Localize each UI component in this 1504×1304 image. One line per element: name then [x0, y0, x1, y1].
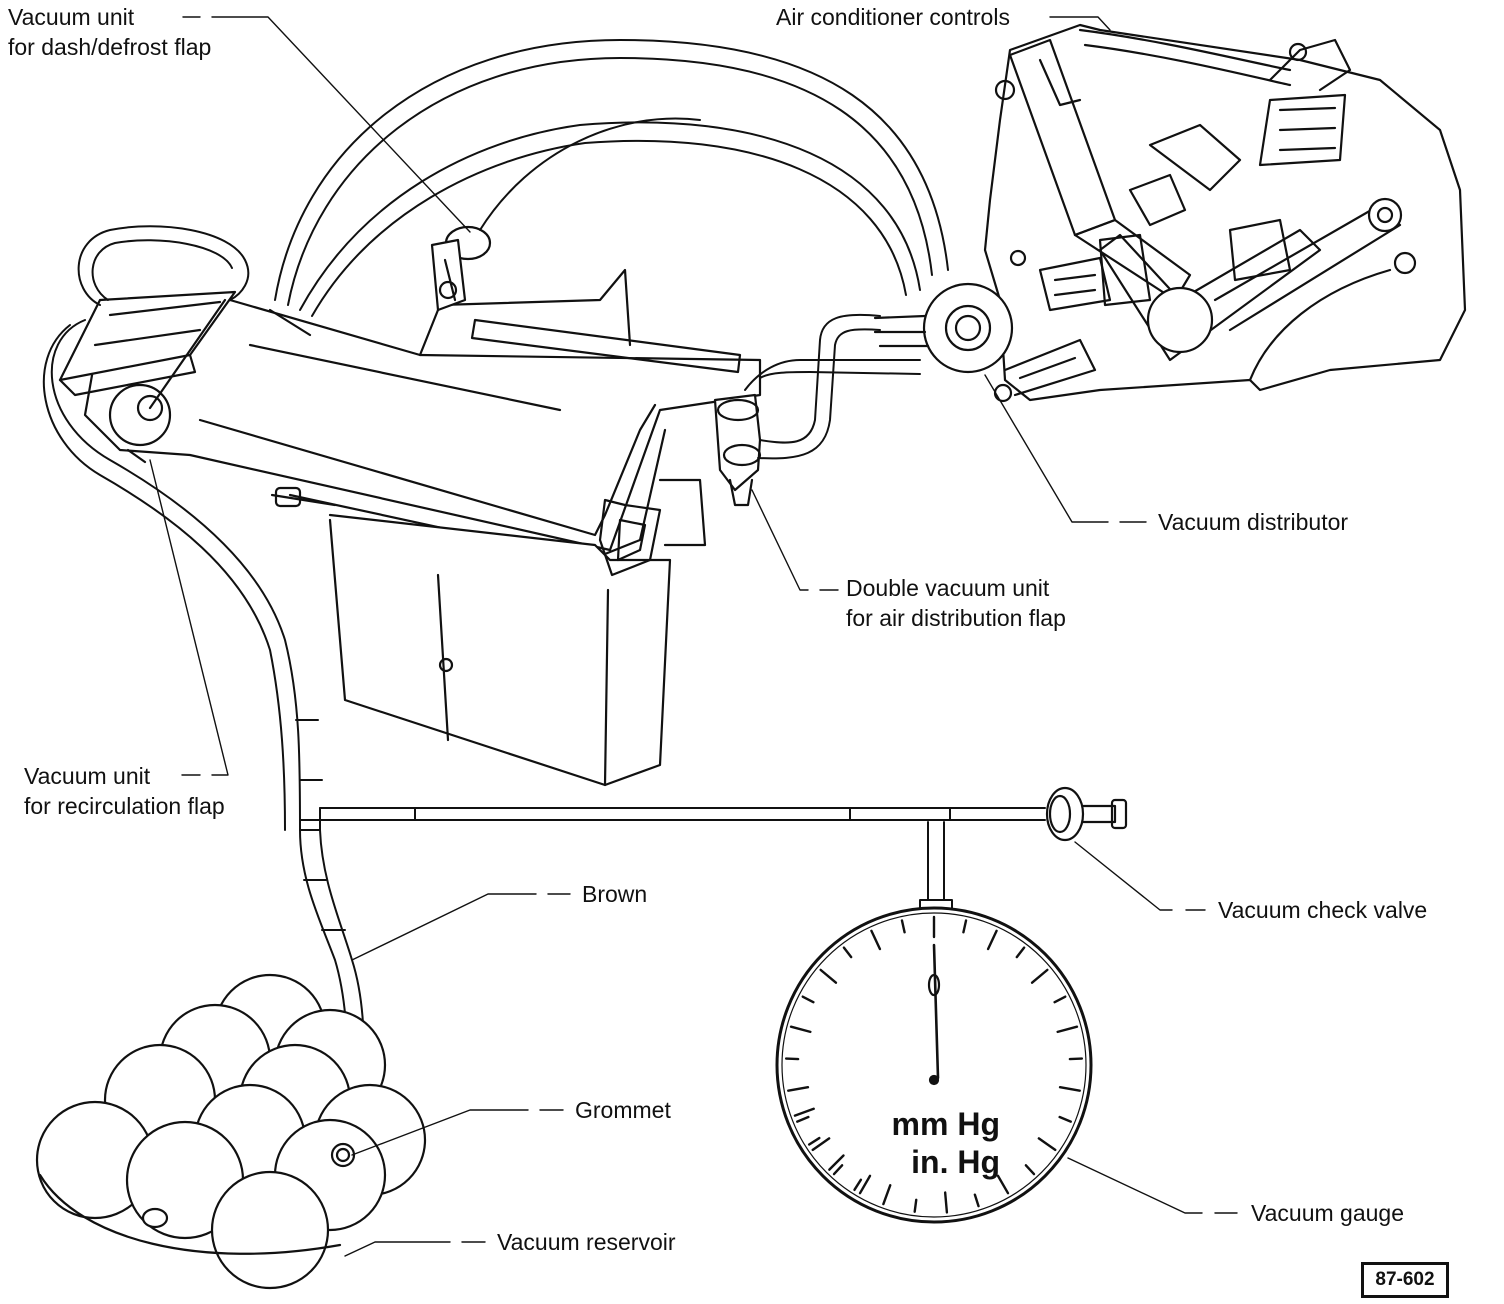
gauge-tick	[807, 1136, 821, 1146]
label-vacuum-gauge: Vacuum gauge	[1251, 1200, 1405, 1226]
gauge-tick	[996, 1174, 1010, 1195]
label-recirc-line1: Vacuum unit	[24, 763, 151, 789]
gauge-tick	[986, 929, 998, 951]
gauge-tick	[973, 1193, 980, 1208]
label-dash-defrost-unit: Vacuum unit for dash/defrost flap	[8, 2, 211, 62]
label-recirculation-unit: Vacuum unit for recirculation flap	[24, 761, 225, 821]
ac-controls-assembly	[983, 23, 1467, 403]
vacuum-distributor	[873, 282, 1014, 374]
gauge-tick	[793, 1107, 815, 1117]
vacuum-reservoir	[35, 973, 427, 1290]
gauge-tick	[870, 929, 882, 951]
gauge-tick	[787, 1086, 810, 1092]
label-brown-hose: Brown	[582, 881, 648, 907]
gauge-tick	[858, 1174, 872, 1195]
gauge-tick	[832, 1164, 844, 1176]
gauge-tick	[819, 968, 838, 984]
gauge-tick	[900, 919, 906, 934]
gauge-tick	[842, 946, 853, 959]
vacuum-gauge	[775, 906, 1093, 1224]
label-double-unit-line1: Double vacuum unit	[846, 575, 1050, 601]
recirculation-flap-unit	[58, 290, 237, 464]
gauge-unit-metric: mm Hg	[891, 1106, 1000, 1142]
dash-defrost-unit	[430, 225, 492, 312]
gauge-tick	[789, 1025, 812, 1034]
heater-housing	[83, 268, 762, 787]
label-recirc-line2: for recirculation flap	[24, 793, 225, 819]
label-double-unit-line2: for air distribution flap	[846, 605, 1066, 631]
gauge-tick	[1030, 968, 1049, 984]
gauge-tick	[811, 1137, 831, 1152]
gauge-tick	[913, 1198, 918, 1213]
label-vacuum-distributor: Vacuum distributor	[1158, 509, 1349, 535]
gauge-tick	[1056, 1025, 1079, 1034]
gauge-tick	[943, 1191, 949, 1214]
label-ac-controls: Air conditioner controls	[776, 4, 1010, 30]
label-vacuum-reservoir: Vacuum reservoir	[497, 1229, 676, 1255]
gauge-tick	[784, 1057, 800, 1061]
gauge-tick	[796, 1115, 810, 1123]
label-dash-defrost-line1: Vacuum unit	[8, 4, 135, 30]
gauge-unit-imperial: in. Hg	[911, 1144, 1000, 1180]
gauge-tick	[1058, 1086, 1081, 1092]
vacuum-check-valve	[1045, 786, 1128, 842]
gauge-tick	[1037, 1137, 1057, 1152]
gauge-tick	[962, 919, 968, 934]
label-dash-defrost-line2: for dash/defrost flap	[8, 34, 212, 60]
gauge-tick	[1053, 995, 1067, 1004]
gauge-tick	[801, 995, 815, 1004]
gauge-tick	[1015, 946, 1026, 959]
gauge-tick	[1024, 1164, 1036, 1176]
leader-lines	[149, 16, 1238, 1257]
gauge-tick	[1058, 1115, 1072, 1123]
gauge-tick	[882, 1184, 892, 1206]
gauge-tick	[853, 1178, 863, 1192]
label-grommet: Grommet	[575, 1097, 671, 1123]
double-vacuum-unit	[713, 393, 762, 507]
figure-reference: 87-602	[1361, 1262, 1449, 1298]
gauge-tick	[828, 1154, 845, 1171]
label-double-vacuum-unit: Double vacuum unit for air distribution …	[846, 573, 1066, 633]
gauge-tick	[1068, 1057, 1084, 1061]
label-vacuum-check-valve: Vacuum check valve	[1218, 897, 1428, 923]
